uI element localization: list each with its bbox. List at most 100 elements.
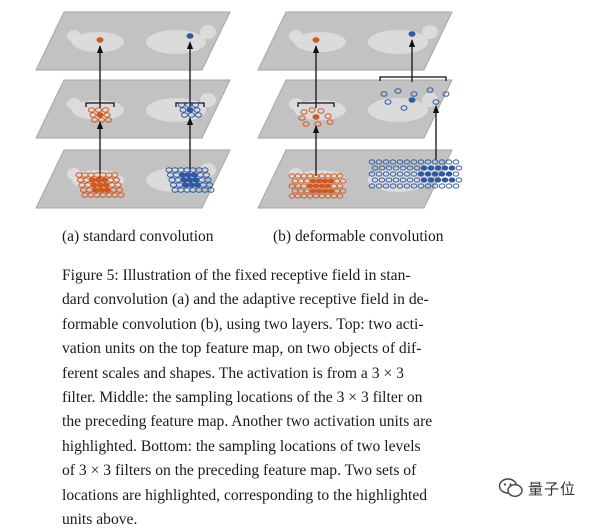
animal-head-large <box>200 25 216 39</box>
sampling-point <box>380 91 388 97</box>
sampling-point <box>378 177 386 183</box>
sampling-point <box>117 192 125 198</box>
sampling-point <box>300 109 308 115</box>
sampling-point <box>389 171 397 177</box>
sampling-point <box>400 105 408 111</box>
sampling-point <box>186 177 194 183</box>
animal-head-small <box>289 98 303 110</box>
sampling-point <box>426 87 434 93</box>
caption-line: dard convolution (a) and the adaptive re… <box>62 291 429 309</box>
sampling-point <box>392 165 400 171</box>
sampling-point <box>312 114 320 120</box>
sampling-point <box>327 188 335 194</box>
watermark-text: 量子位 <box>528 479 577 498</box>
sampling-point <box>179 172 186 178</box>
sampling-point <box>399 177 407 183</box>
panel-standard-convolution <box>35 11 231 209</box>
sampling-point <box>410 91 418 97</box>
sampling-point <box>195 112 202 118</box>
sampling-point <box>90 182 98 188</box>
sampling-point <box>371 165 379 171</box>
sampling-point <box>434 177 442 183</box>
sampling-point <box>442 91 450 97</box>
sampling-point <box>382 171 390 177</box>
sampling-point <box>384 99 392 105</box>
sampling-point <box>413 177 421 183</box>
sampling-point <box>88 107 95 113</box>
sampling-point <box>403 159 411 165</box>
sampling-point <box>201 167 209 173</box>
sampling-point <box>298 115 306 121</box>
sampling-point <box>420 165 428 171</box>
sampling-point <box>114 182 122 188</box>
sampling-point <box>431 159 439 165</box>
sampling-point <box>394 88 402 94</box>
sampling-point <box>368 171 376 177</box>
sampling-point <box>368 159 376 165</box>
sampling-point <box>452 171 460 177</box>
sampling-point <box>371 177 379 183</box>
sampling-point <box>321 178 329 184</box>
sampling-point <box>111 172 119 178</box>
sampling-point <box>410 171 418 177</box>
caption-line: ferent scales and shapes. The activation… <box>62 364 404 382</box>
sampling-point <box>455 165 463 171</box>
sampling-point <box>96 182 104 188</box>
sampling-point <box>438 159 446 165</box>
sampling-point <box>445 183 453 189</box>
bracket <box>297 102 335 107</box>
sampling-point <box>306 183 314 189</box>
sampling-point <box>317 108 325 114</box>
feature-map-plane <box>35 11 231 71</box>
sampling-point <box>427 165 435 171</box>
sampling-point <box>389 183 397 189</box>
sampling-point <box>180 177 188 183</box>
sampling-point <box>336 183 344 189</box>
sampling-point <box>431 183 439 189</box>
animal-silhouette-large <box>146 30 206 54</box>
sampling-point <box>192 102 199 108</box>
animal-silhouette-large <box>146 98 206 122</box>
sampling-point <box>182 182 189 188</box>
subcaption-b: (b) deformable convolution <box>273 228 444 245</box>
sampling-point <box>95 177 102 183</box>
sampling-point <box>194 182 201 188</box>
sampling-point <box>396 183 404 189</box>
sampling-point <box>420 177 428 183</box>
sampling-point <box>396 159 404 165</box>
caption-line: Figure 5: Illustration of the fixed rece… <box>62 267 411 284</box>
sampling-point <box>105 117 112 123</box>
sampling-point <box>312 37 320 43</box>
sampling-point <box>95 107 102 113</box>
sampling-point <box>378 165 386 171</box>
sampling-point <box>321 188 329 194</box>
animal-silhouette-small <box>294 32 346 52</box>
sampling-point <box>427 177 435 183</box>
sampling-point <box>179 107 187 113</box>
sampling-point <box>417 171 425 177</box>
sampling-point <box>403 171 411 177</box>
sampling-point <box>186 33 194 39</box>
sampling-point <box>385 165 393 171</box>
animal-silhouette-small <box>72 100 124 120</box>
sampling-point <box>382 183 390 189</box>
sampling-point <box>408 97 416 103</box>
figure-caption: Figure 5: Illustration of the fixed rece… <box>62 264 472 532</box>
sampling-point <box>432 99 440 105</box>
sampling-point <box>185 172 192 178</box>
sampling-point <box>203 172 210 178</box>
sampling-point <box>116 187 123 193</box>
sampling-point <box>104 187 111 193</box>
sampling-point <box>399 165 407 171</box>
sampling-point <box>186 107 194 113</box>
sampling-point <box>448 165 456 171</box>
feature-map-plane <box>35 149 231 209</box>
sampling-point <box>113 177 120 183</box>
animal-silhouette-large <box>368 168 428 192</box>
sampling-point <box>336 193 344 199</box>
sampling-point <box>103 112 111 118</box>
animal-silhouette-small <box>294 100 346 120</box>
sampling-point <box>417 183 425 189</box>
sampling-point <box>178 102 185 108</box>
sampling-point <box>101 177 108 183</box>
